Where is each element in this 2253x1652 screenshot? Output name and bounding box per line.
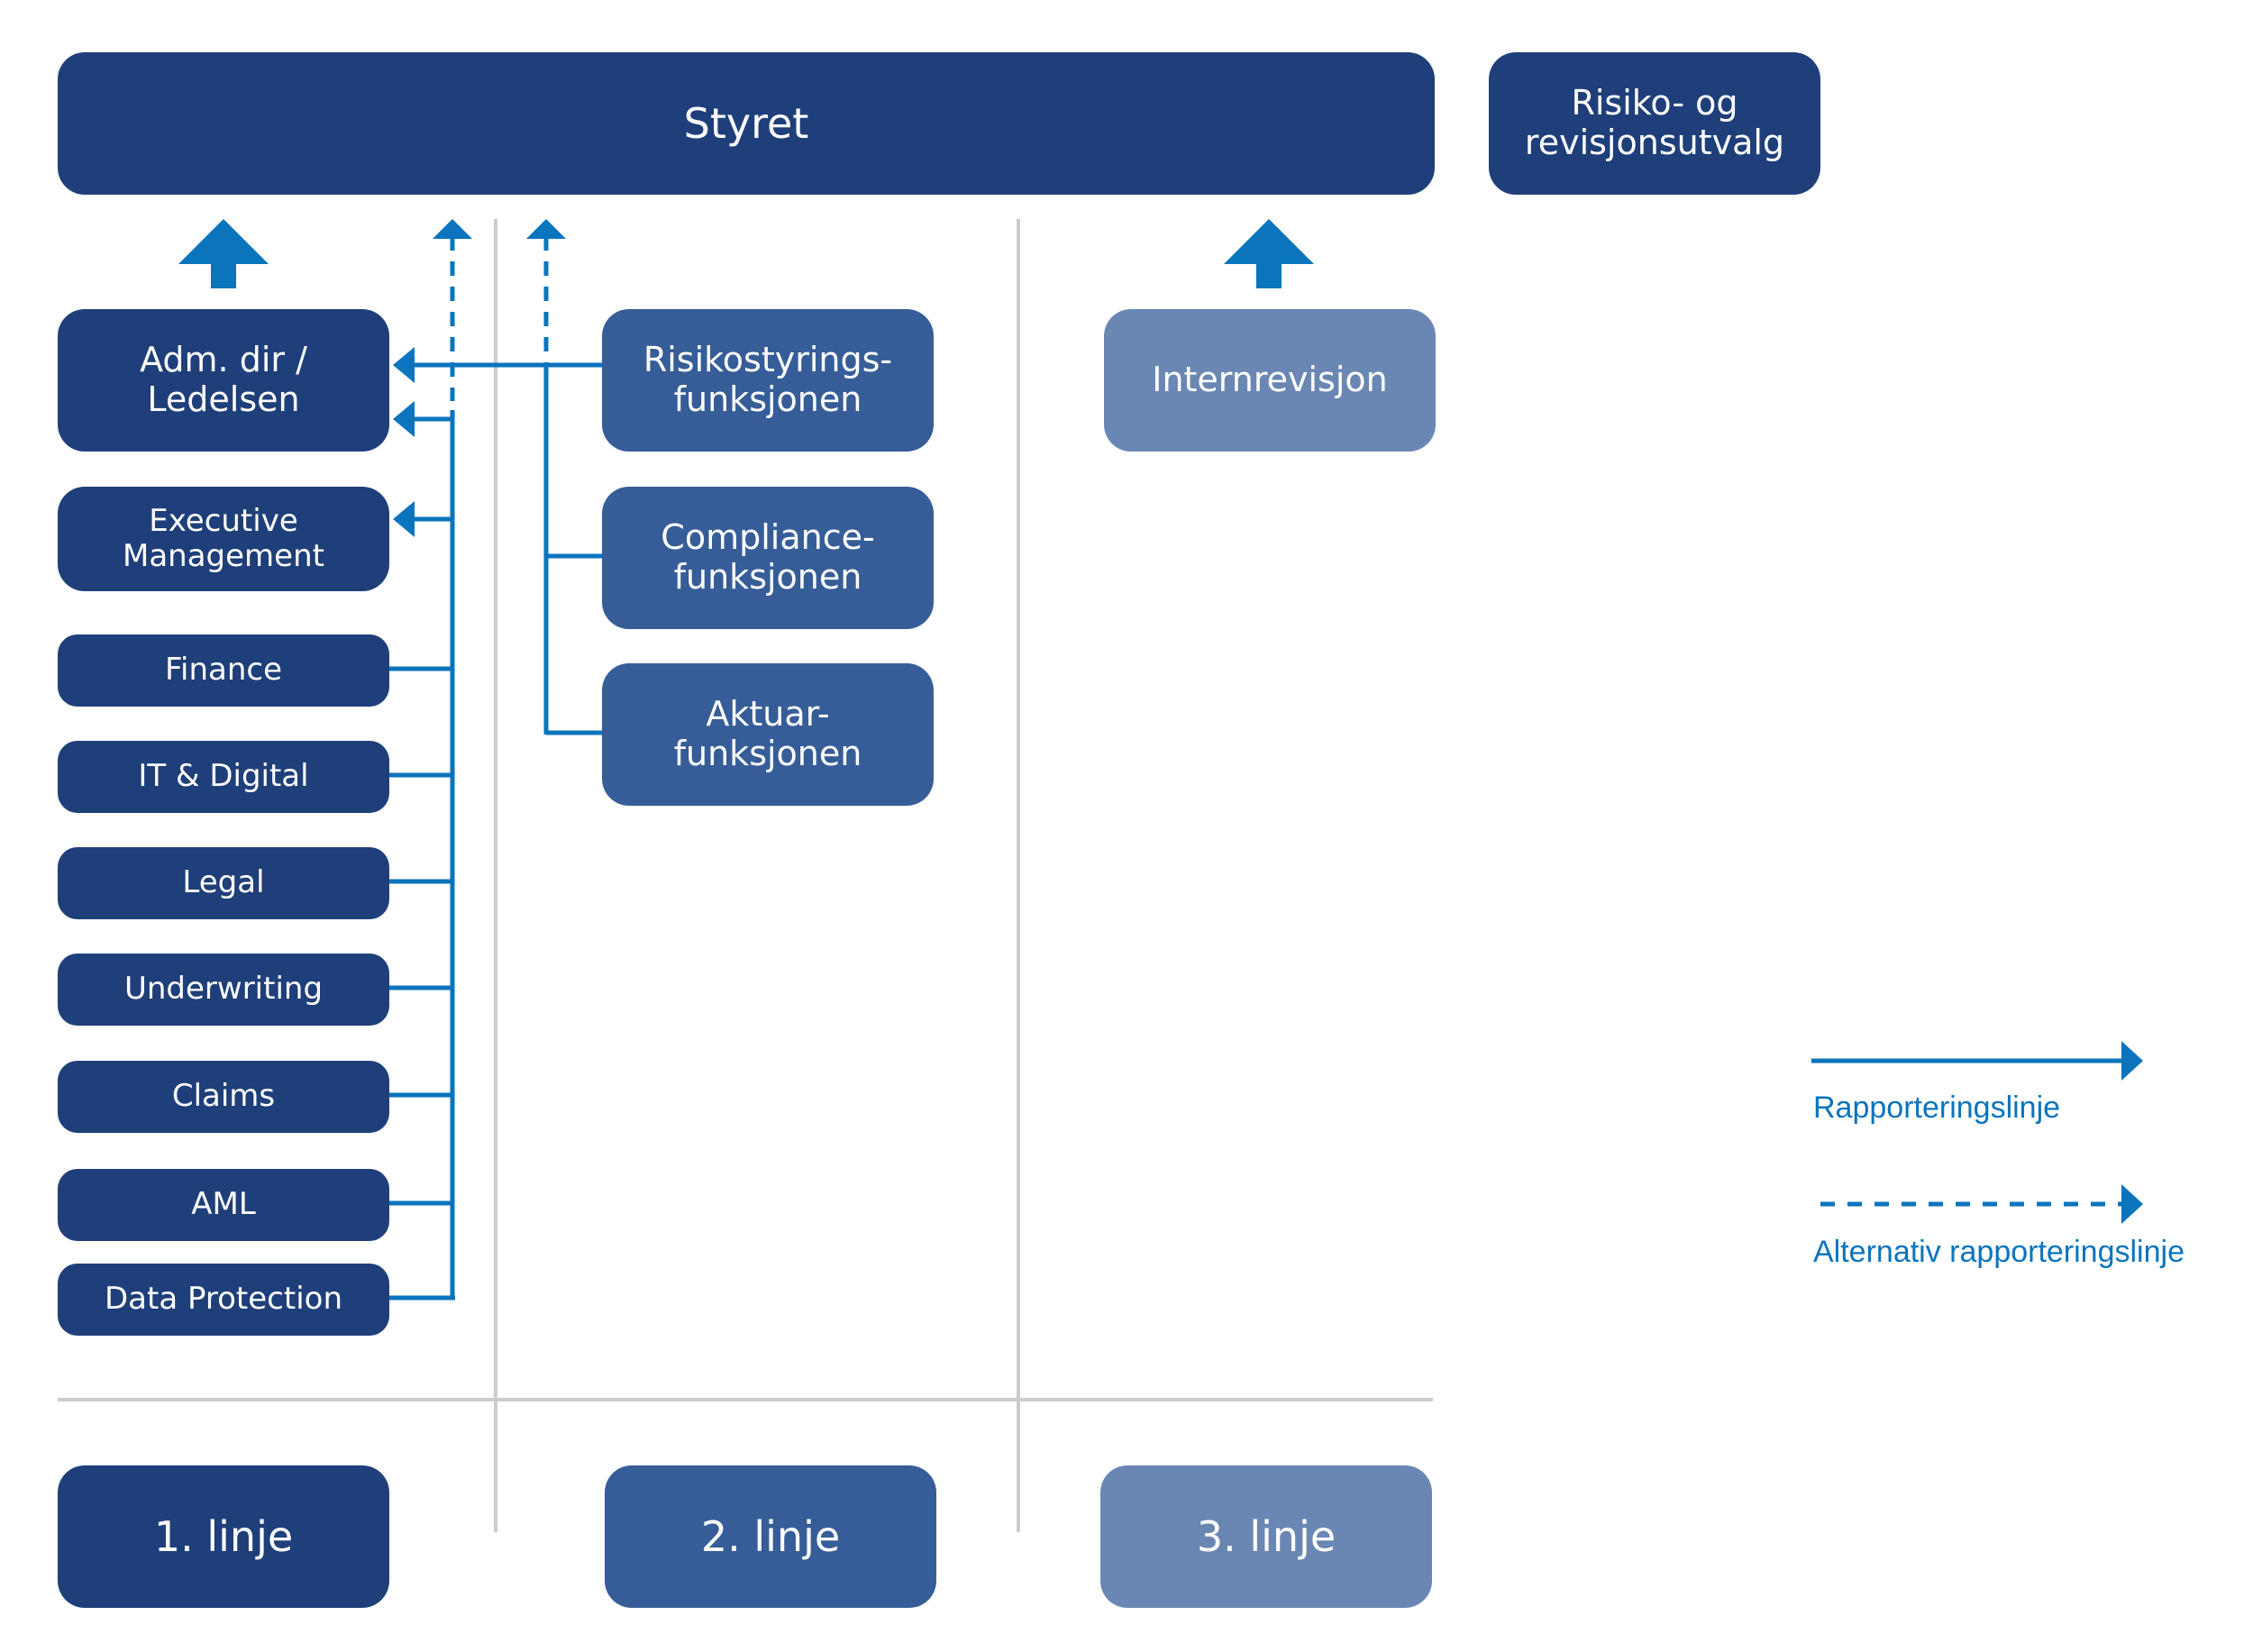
management-box: Adm. dir / Ledelsen [58, 309, 389, 452]
unit-label: Underwriting [123, 971, 324, 1008]
line-2-box: 2. linje [605, 1465, 936, 1608]
risk-audit-committee-box: Risiko- og revisjonsutvalg [1489, 52, 1820, 195]
actuarial-function-box: Aktuar- funksjonen [602, 663, 934, 806]
unit-label: Data Protection [105, 1281, 342, 1318]
legend-dashed-label: Alternativ rapporteringslinje [1813, 1235, 2185, 1269]
executive-management-label: Executive Management [123, 502, 324, 574]
unit-label: Claims [171, 1078, 276, 1115]
management-label: Adm. dir / Ledelsen [140, 340, 307, 419]
unit-label: Legal [182, 864, 265, 901]
unit-box-it-digital: IT & Digital [58, 741, 389, 813]
risk-management-function-box: Risikostyrings- funksjonen [602, 309, 934, 452]
up-arrow-icon-line1 [178, 219, 269, 288]
unit-box-legal: Legal [58, 847, 389, 919]
line-1-box: 1. linje [58, 1465, 389, 1608]
internal-audit-label: Internrevisjon [1152, 360, 1388, 400]
unit-box-finance: Finance [58, 634, 389, 707]
unit-box-aml: AML [58, 1169, 389, 1241]
unit-label: AML [191, 1186, 256, 1223]
dashed-arrowhead-icon-1 [433, 219, 472, 239]
line-label: 2. linje [700, 1511, 841, 1561]
compliance-function-box: Compliance- funksjonen [602, 487, 934, 629]
legend-dashed-arrowhead-icon [2121, 1184, 2143, 1224]
unit-box-claims: Claims [58, 1061, 389, 1133]
arrowhead-icon-management-2 [393, 401, 415, 437]
function-label: Aktuar- funksjonen [673, 694, 862, 773]
executive-management-box: Executive Management [58, 487, 389, 591]
arrowhead-icon-executive [393, 501, 415, 537]
dashed-arrowhead-icon-2 [526, 219, 566, 239]
unit-label: Finance [164, 652, 283, 689]
function-label: Compliance- funksjonen [661, 517, 875, 597]
line-3-box: 3. linje [1100, 1465, 1432, 1608]
function-label: Risikostyrings- funksjonen [643, 340, 893, 419]
unit-box-underwriting: Underwriting [58, 954, 389, 1026]
legend-solid-arrowhead-icon [2121, 1041, 2143, 1081]
arrowhead-icon-management-1 [393, 347, 415, 383]
line-label: 1. linje [153, 1511, 294, 1561]
line-label: 3. linje [1196, 1511, 1336, 1561]
board-label: Styret [683, 98, 809, 148]
board-box: Styret [58, 52, 1435, 195]
internal-audit-box: Internrevisjon [1104, 309, 1436, 452]
unit-box-data-protection: Data Protection [58, 1264, 389, 1336]
risk-audit-committee-label: Risiko- og revisjonsutvalg [1524, 83, 1785, 162]
legend-solid-label: Rapporteringslinje [1813, 1091, 2061, 1125]
up-arrow-icon-line3 [1224, 219, 1314, 288]
unit-label: IT & Digital [138, 758, 309, 795]
